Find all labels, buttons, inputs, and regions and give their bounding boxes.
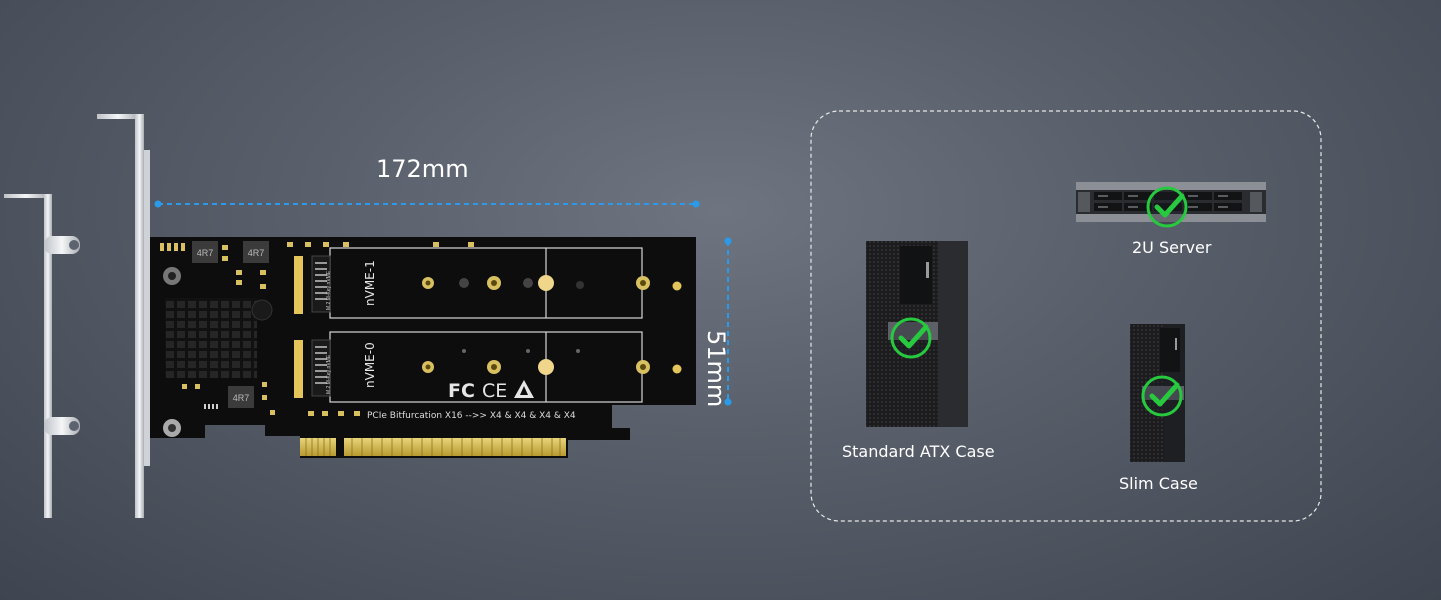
ce-mark: CE <box>482 380 507 402</box>
m2-slot-nvme-0: M.2 M-Key nVME nVME-0 <box>294 331 682 403</box>
check-icon <box>1146 186 1188 228</box>
low-profile-bracket <box>4 194 80 518</box>
esd-warning-icon <box>514 380 534 398</box>
check-icon <box>1141 375 1183 417</box>
inductor-3: 4R7 <box>228 386 254 408</box>
svg-text:4R7: 4R7 <box>233 393 250 403</box>
slot-label-nvme-0: nVME-0 <box>363 342 377 388</box>
height-dimension-line <box>724 237 732 406</box>
server-label: 2U Server <box>1132 238 1212 257</box>
compatibility-panel <box>810 110 1322 522</box>
full-height-bracket <box>97 114 150 518</box>
gold-fingers-long <box>344 438 566 456</box>
svg-text:4R7: 4R7 <box>248 248 265 258</box>
slot-key-label-1: M.2 M-Key nVME <box>326 270 332 310</box>
check-icon <box>890 317 932 359</box>
atx-tower-illustration <box>866 241 968 427</box>
slot-label-nvme-1: nVME-1 <box>363 260 377 306</box>
inductor-1: 4R7 <box>192 241 218 263</box>
inductor-2: 4R7 <box>243 241 269 263</box>
width-dimension-line <box>154 200 700 208</box>
bifurcation-text: PCIe Bitfurcation X16 -->> X4 & X4 & X4 … <box>367 411 576 421</box>
fcc-mark: FC <box>448 380 475 402</box>
height-dimension-label: 51mm <box>702 330 730 408</box>
atx-case-label: Standard ATX Case <box>842 442 995 461</box>
pcie-card: 4R7 4R7 4R7 M.2 M-Key nVME nVME-1 <box>150 237 696 458</box>
m2-slot-nvme-1: M.2 M-Key nVME nVME-1 <box>294 247 682 319</box>
slim-case-label: Slim Case <box>1119 474 1198 493</box>
svg-text:4R7: 4R7 <box>197 248 214 258</box>
server-illustration <box>1076 182 1266 222</box>
heatsink <box>165 298 257 378</box>
width-dimension-label: 172mm <box>376 155 469 183</box>
slot-key-label-0: M.2 M-Key nVME <box>326 354 332 394</box>
